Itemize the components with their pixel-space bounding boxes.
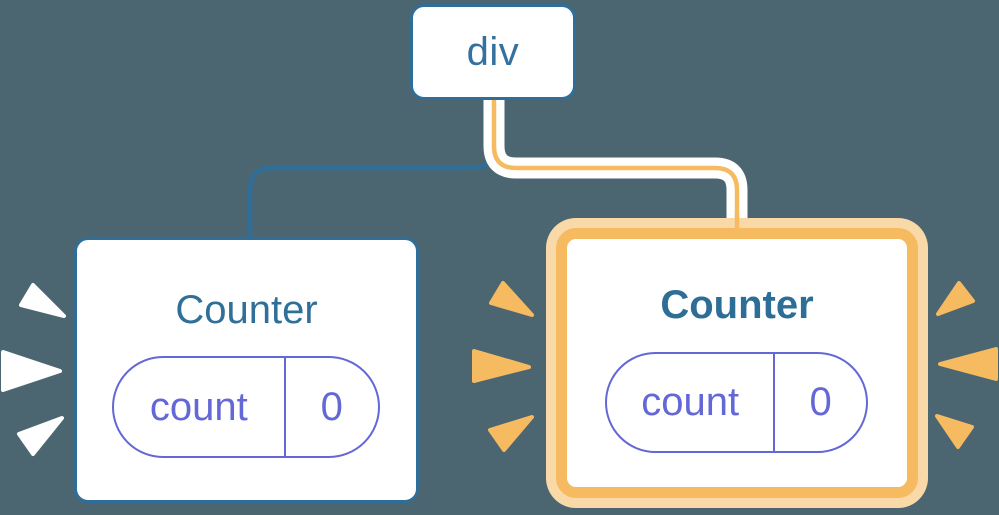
counter-title-left: Counter [175,288,318,332]
sparkle-white-bottom-icon [17,416,64,456]
edge-div-to-left-counter [247,100,497,240]
sparkle-orange-left-bottom-icon [488,415,534,452]
edge-highlight-casing [483,98,748,218]
state-value-cell-left: 0 [286,358,378,456]
state-pill-right: count 0 [605,352,868,453]
state-value-right: 0 [809,380,832,424]
sparkle-white-middle-icon [1,350,62,392]
state-key-cell-left: count [114,358,286,456]
state-value-cell-right: 0 [775,354,866,451]
counter-title-right: Counter [660,283,814,327]
counter-card-right-highlighted: Counter count 0 [556,228,918,498]
edge-div-to-right-counter [491,98,740,218]
counter-card-left: Counter count 0 [74,237,419,503]
sparkle-white-top-icon [19,283,66,318]
sparkle-orange-right-top-icon [936,281,975,316]
sparkle-orange-left-middle-icon [472,349,531,383]
sparkle-orange-right-middle-icon [938,347,998,381]
dom-node-div: div [410,4,576,100]
state-key-left: count [149,384,248,429]
dom-node-div-label: div [466,29,520,74]
state-pill-left: count 0 [112,356,380,458]
state-key-right: count [641,380,740,424]
state-value-left: 0 [320,384,343,429]
sparkle-orange-right-bottom-icon [935,414,974,449]
sparkle-orange-left-top-icon [489,281,534,317]
state-key-cell-right: count [607,354,776,451]
